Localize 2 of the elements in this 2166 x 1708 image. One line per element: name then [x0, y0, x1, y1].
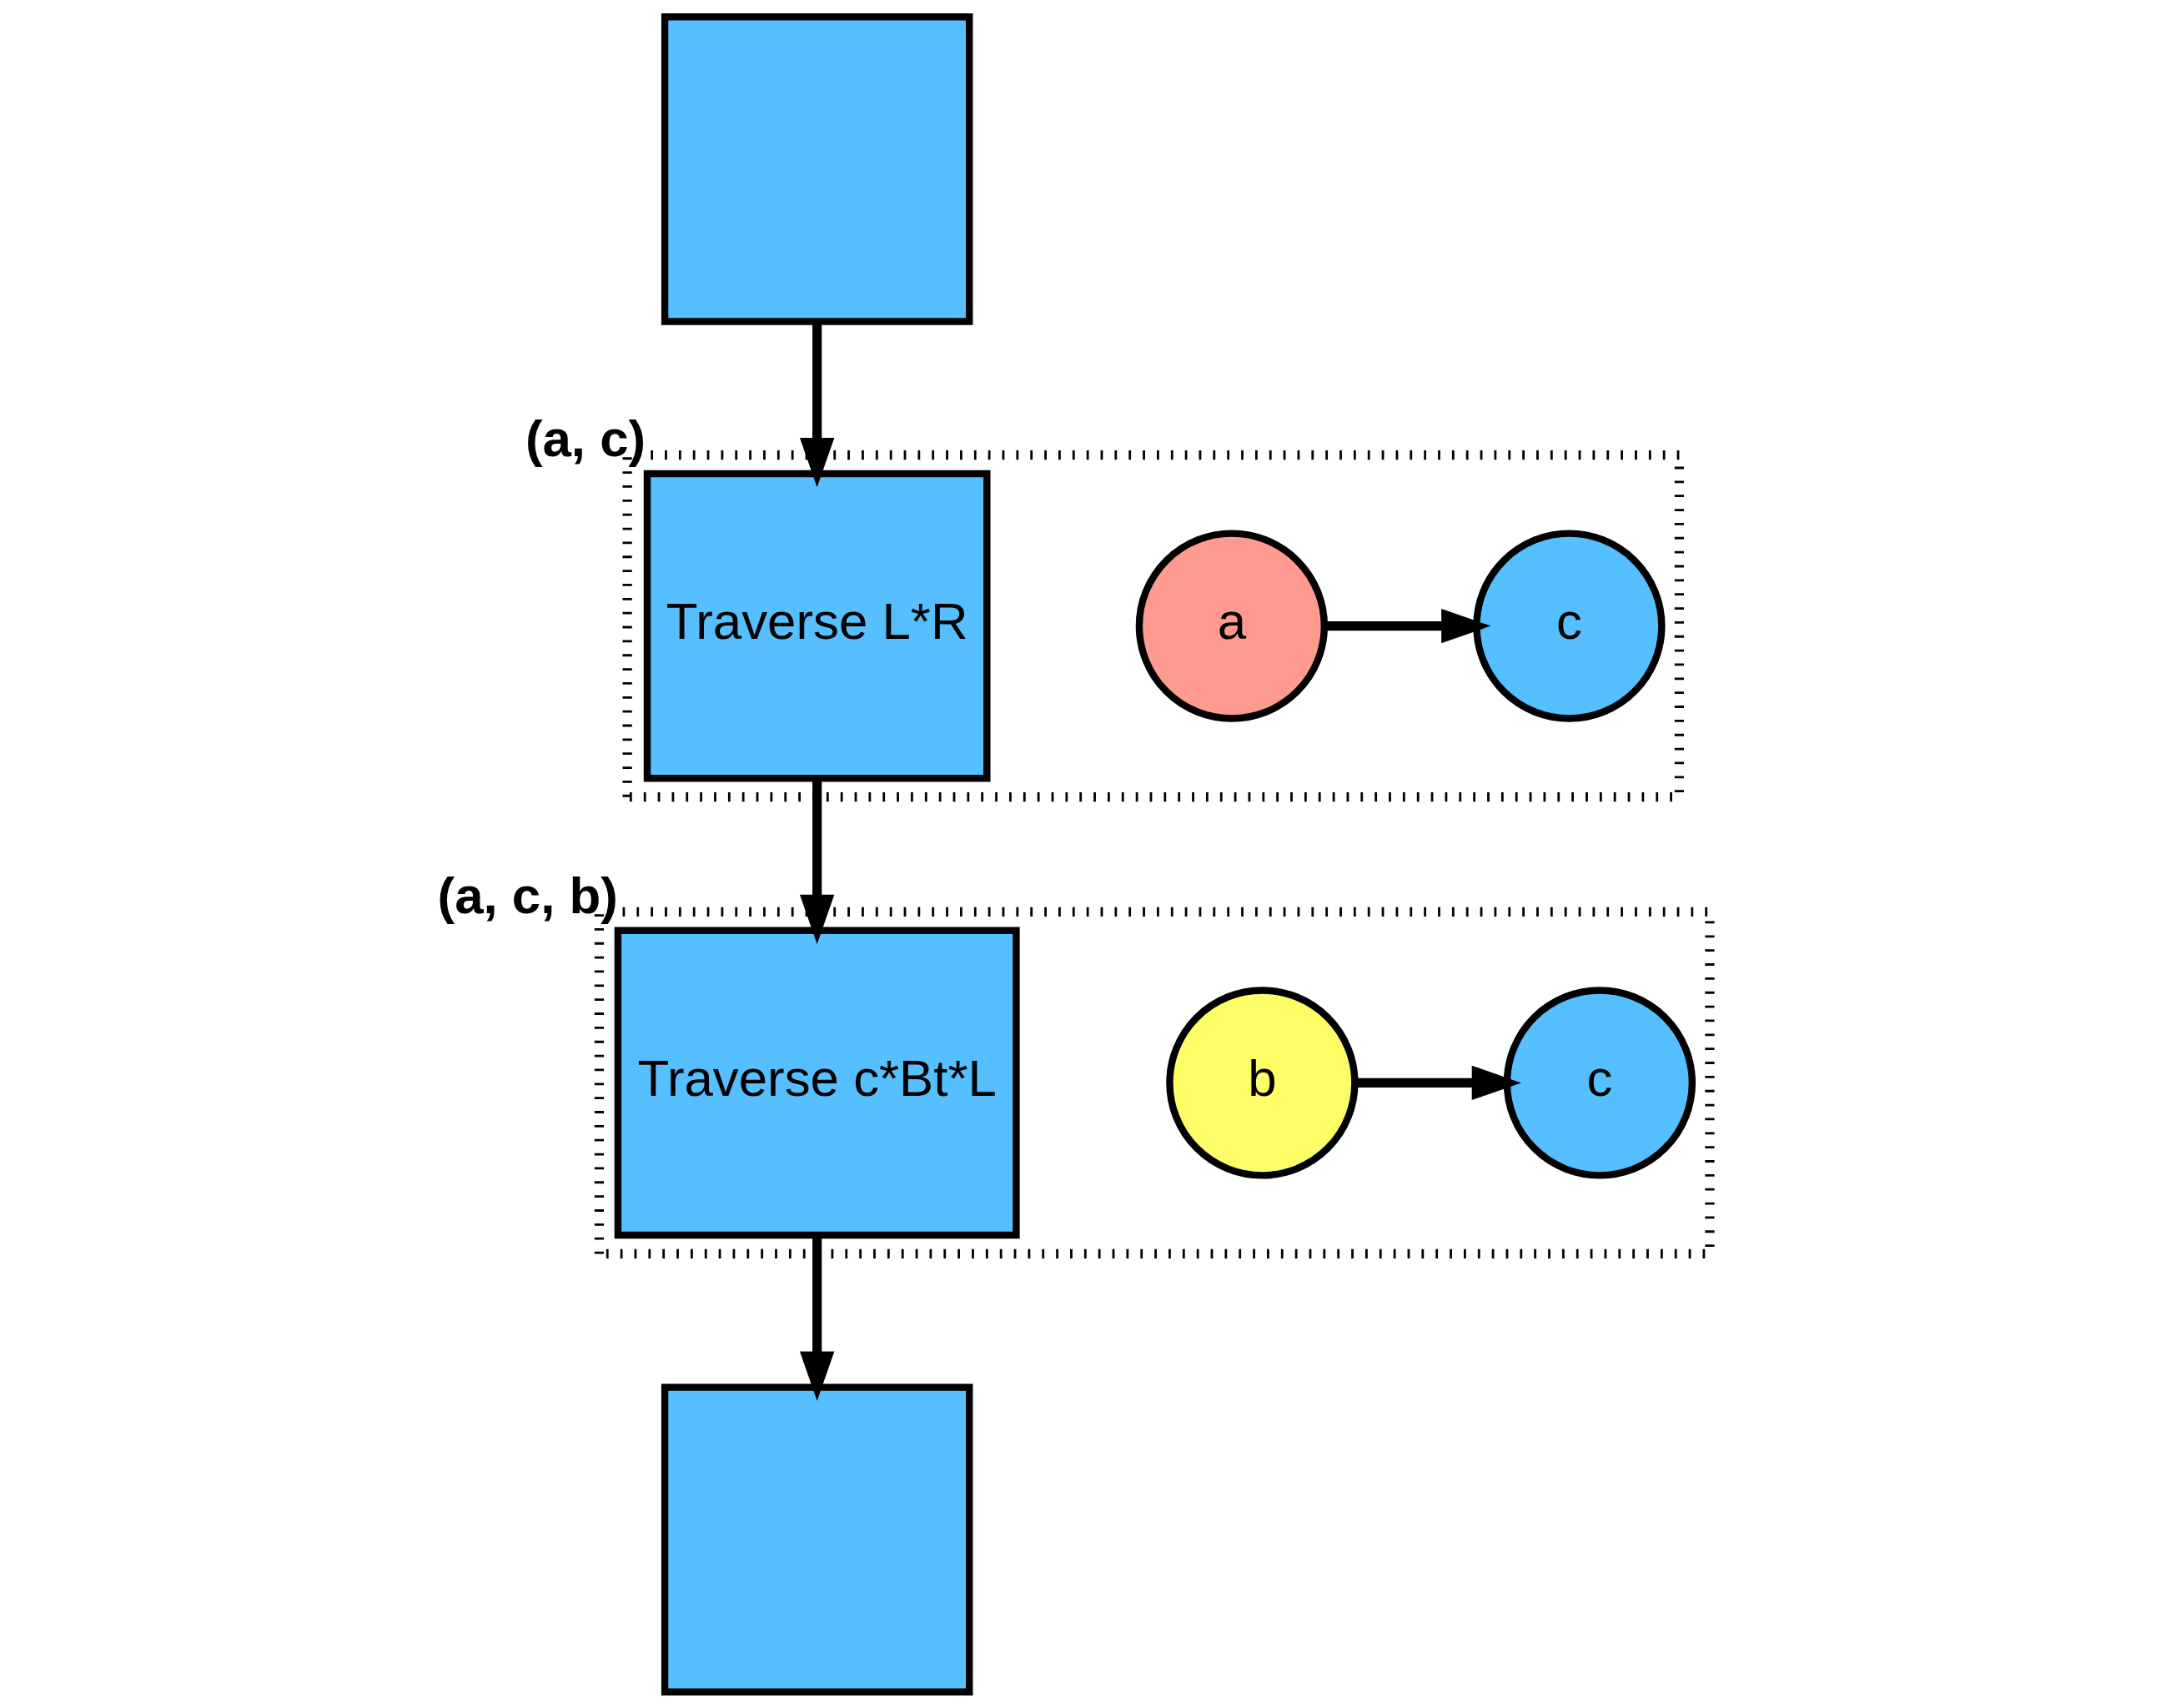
node-label: (a, c, b): [437, 866, 618, 924]
node-label: (a, c): [525, 409, 646, 467]
